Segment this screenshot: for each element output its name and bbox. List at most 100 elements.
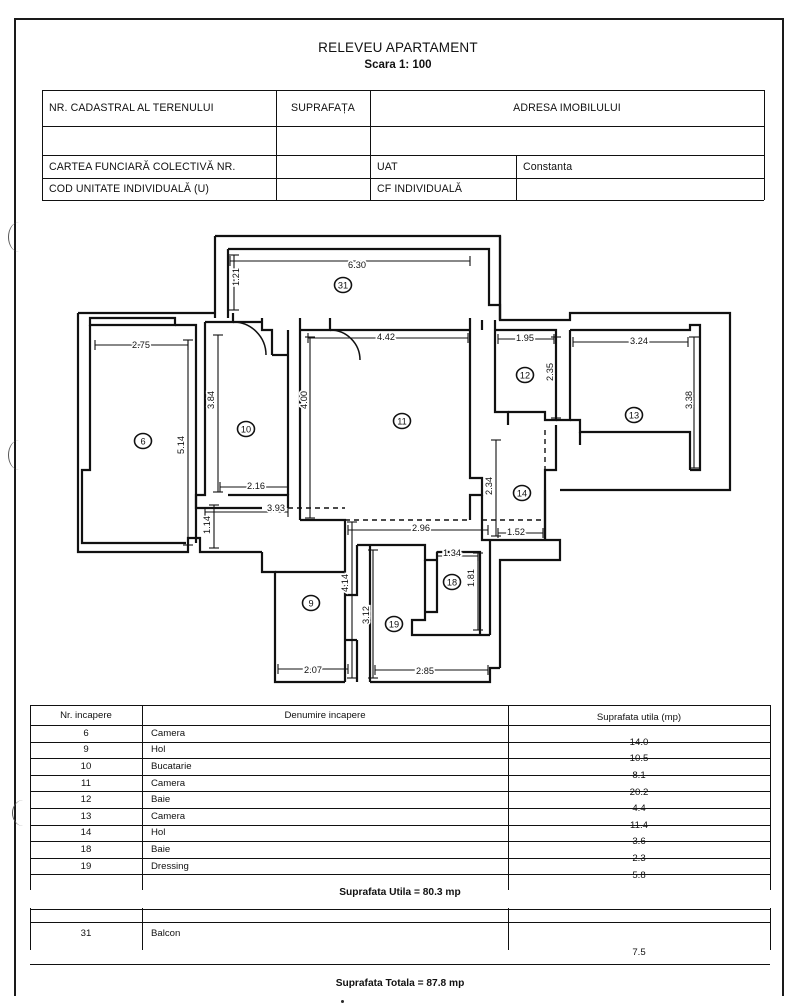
table-rule: [764, 90, 765, 200]
cell-name-12: Baie: [151, 794, 171, 806]
label-cf-individuala: CF INDIVIDUALĂ: [377, 183, 462, 195]
dimension-label: 2.16: [247, 481, 265, 491]
dimension-label: 5.14: [176, 436, 186, 454]
cell-nr-18: 18: [80, 843, 92, 855]
value-cod-unitate-suprafata[interactable]: [276, 178, 370, 200]
cell-name-11: Camera: [151, 777, 186, 789]
column-header-nr-incapere: Nr. incapere: [60, 709, 112, 721]
dimension-label: 3.93: [267, 503, 285, 513]
cadastral-header-table: NR. CADASTRAL AL TERENULUI SUPRAFAȚA ADR…: [42, 90, 765, 201]
table-rule: [42, 155, 764, 156]
dimension-label: 1.95: [516, 333, 534, 343]
dashed-reference-lines: [288, 430, 546, 521]
table-rule: [42, 90, 43, 200]
cell-nr-13: 13: [80, 810, 92, 822]
cell-name-13: Camera: [151, 810, 186, 822]
dimension-label: 2.07: [304, 665, 322, 675]
dimension-label: 6.30: [348, 260, 366, 270]
dimension-label: 1.52: [507, 527, 525, 537]
value-cartea-funciara-suprafata[interactable]: [276, 155, 370, 178]
column-header-suprafata-utila: Suprafata utila (mp): [596, 711, 682, 723]
dimension-labels: 6.301.212.755.143.842.163.931.144.004.42…: [130, 258, 695, 677]
dimension-label: 3.84: [206, 391, 216, 409]
cell-area-11: 20.2: [629, 786, 649, 798]
dimension-label: 2.75: [132, 340, 150, 350]
table-rule: [42, 126, 764, 127]
table-rule: [30, 791, 770, 793]
page-title: RELEVEU APARTAMENT: [318, 40, 478, 55]
table-rule: [276, 90, 277, 200]
room-number-19: 19: [389, 619, 399, 629]
cell-nr-14: 14: [80, 827, 92, 839]
table-rule: [30, 922, 770, 924]
cell-area-6: 14.0: [629, 736, 649, 748]
table-rule: [30, 908, 31, 950]
table-rule: [42, 178, 764, 179]
cell-name-14: Hol: [151, 827, 166, 839]
label-uat: UAT: [377, 160, 398, 173]
table-rule: [30, 741, 770, 743]
table-rule-top: [30, 705, 770, 706]
room-number-bubble: [512, 484, 532, 502]
room-number-6: 6: [140, 436, 145, 446]
room-number-bubble: [384, 615, 404, 633]
cell-name-balcon: Balcon: [151, 928, 181, 940]
table-rule: [42, 200, 764, 201]
room-number-bubble: [133, 432, 153, 450]
cell-nr-12: 12: [80, 794, 92, 806]
header-cell-nr-cadastral: NR. CADASTRAL AL TERENULUI: [49, 102, 214, 114]
dimension-label: 3.12: [361, 606, 371, 624]
table-rule: [142, 908, 143, 950]
cell-nr-10: 10: [80, 760, 92, 772]
cell-name-10: Bucatarie: [151, 760, 192, 772]
cell-nr-19: 19: [80, 860, 92, 872]
cell-area-13: 11.4: [630, 819, 648, 831]
table-rule: [30, 824, 770, 826]
scan-crease-artifact: [8, 222, 30, 252]
table-rule: [30, 964, 770, 966]
cell-area-balcon: 7.5: [632, 947, 646, 959]
wall-outlines: [76, 234, 732, 684]
suprafata-utila-total: Suprafata Utila = 80.3 mp: [339, 887, 461, 899]
dimension-label: 2.96: [412, 523, 430, 533]
dimension-label: 2.35: [545, 363, 555, 381]
dimension-label: 1.34: [443, 548, 461, 558]
table-rule: [770, 908, 771, 950]
table-rule: [30, 909, 770, 911]
room-number-12: 12: [520, 370, 530, 380]
value-cell-adresa[interactable]: [370, 126, 764, 155]
cell-nr-balcon: 31: [80, 928, 92, 940]
table-rule: [370, 90, 371, 200]
cell-name-19: Dressing: [151, 860, 189, 872]
cell-area-12: 4.4: [632, 803, 646, 815]
cell-name-18: Baie: [151, 843, 171, 855]
value-uat[interactable]: Constanta: [523, 160, 573, 173]
room-number-bubble: [301, 594, 321, 612]
room-number-10: 10: [241, 424, 251, 434]
room-number-18: 18: [447, 577, 457, 587]
dimension-label: 1.81: [466, 569, 476, 587]
table-rule: [42, 90, 764, 91]
cell-area-18: 2.3: [632, 852, 646, 864]
room-number-bubble: [333, 276, 353, 294]
table-rule: [30, 808, 770, 809]
room-number-9: 9: [308, 598, 313, 608]
table-rule: [30, 705, 31, 890]
label-cartea-funciara: CARTEA FUNCIARĂ COLECTIVĂ NR.: [49, 160, 236, 173]
room-number-bubble: [624, 406, 644, 424]
cell-nr-11: 11: [81, 777, 91, 789]
value-cell-nr-cadastral[interactable]: [42, 126, 276, 155]
cell-area-19: 5.8: [632, 869, 646, 881]
table-rule: [142, 705, 143, 890]
column-header-denumire-incapere: Denumire incapere: [284, 709, 366, 721]
dimension-lines: [94, 254, 699, 679]
room-number-bubble: [442, 573, 462, 591]
room-number-bubble: [392, 412, 412, 430]
room-number-11: 11: [397, 416, 407, 426]
value-cell-suprafata[interactable]: [276, 126, 370, 155]
table-rule: [30, 841, 770, 843]
value-cf-individuala[interactable]: [516, 178, 764, 200]
title-block: RELEVEU APARTAMENT Scara 1: 100: [0, 40, 796, 71]
suprafata-totala: Suprafata Totala = 87.8 mp: [335, 978, 465, 990]
room-number-bubble: [236, 420, 256, 438]
